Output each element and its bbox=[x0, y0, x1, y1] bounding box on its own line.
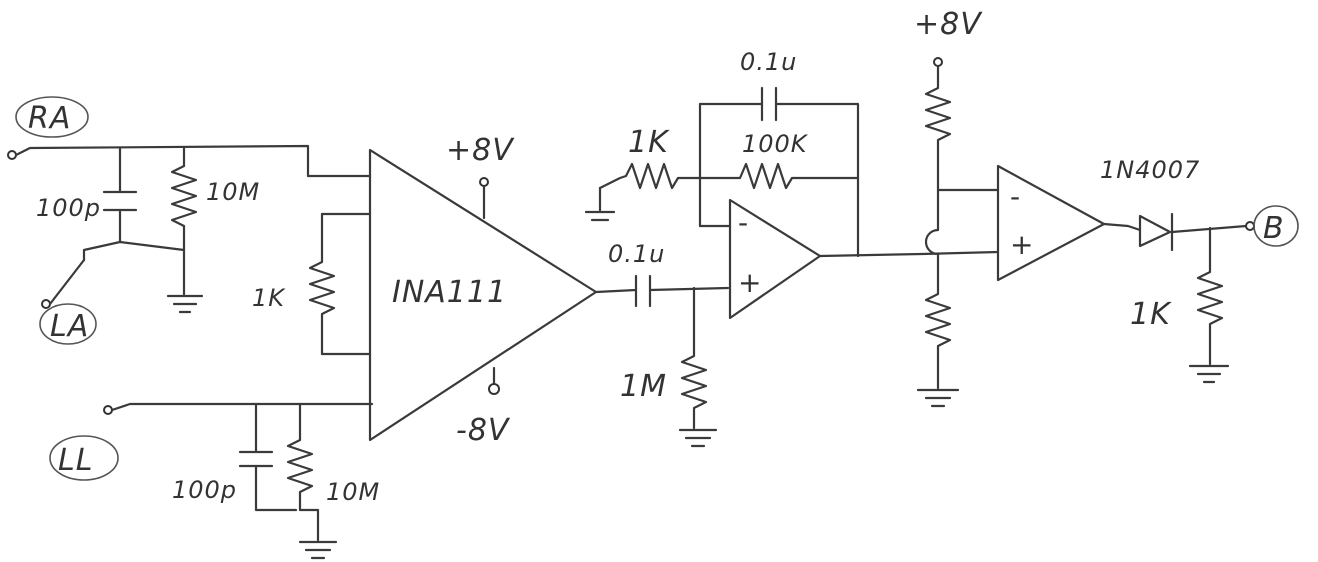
ground-top-filter bbox=[166, 294, 204, 314]
top-filter-common-wire bbox=[82, 240, 186, 296]
coupling-capacitor: 0.1u bbox=[608, 240, 730, 308]
feedback-resistor-100k: 100K bbox=[698, 130, 860, 190]
cap-top-label: 100p bbox=[36, 194, 101, 222]
comparator-supply: +8V bbox=[914, 7, 983, 67]
bias-res-label: 1M bbox=[620, 369, 667, 404]
stage2-minus: - bbox=[738, 206, 748, 239]
ground-load bbox=[1188, 364, 1230, 384]
la-label: LA bbox=[50, 309, 89, 344]
ina-supply-positive: +8V bbox=[446, 133, 515, 220]
res-bottom-label: 10M bbox=[326, 478, 380, 506]
comparator-plus: + bbox=[1010, 228, 1033, 261]
divider-resistor-top bbox=[924, 64, 1000, 192]
output-label: B bbox=[1263, 211, 1285, 246]
rin-label: 1K bbox=[628, 125, 670, 160]
ina-vneg-label: -8V bbox=[456, 413, 511, 448]
ground-divider bbox=[916, 388, 960, 408]
cf-label: 0.1u bbox=[740, 48, 797, 76]
bias-resistor-1m: 1M bbox=[620, 286, 708, 430]
capacitor-100p-top: 100p bbox=[36, 146, 138, 244]
stage2-opamp: - + bbox=[728, 198, 822, 320]
load-resistor-1k: 1K bbox=[1130, 226, 1224, 366]
comparator-opamp: - + bbox=[996, 164, 1106, 282]
ll-label: LL bbox=[58, 443, 93, 478]
rf-label: 100K bbox=[742, 130, 809, 158]
capacitor-100p-bottom: 100p bbox=[172, 402, 298, 512]
load-res-label: 1K bbox=[1130, 297, 1172, 332]
ra-label: RA bbox=[28, 101, 71, 136]
input-resistor-1k: 1K bbox=[598, 125, 702, 190]
ground-bias bbox=[678, 428, 718, 448]
ina111-amplifier: INA111 bbox=[320, 148, 598, 442]
ra-terminal: RA bbox=[7, 96, 89, 160]
ina-output-wire bbox=[594, 288, 638, 294]
stage2-output-wire bbox=[818, 252, 924, 258]
comparator-minus: - bbox=[1010, 180, 1020, 213]
gain-pins bbox=[320, 212, 372, 356]
ll-wire bbox=[110, 402, 374, 412]
ll-terminal: LL bbox=[49, 405, 119, 481]
ina-supply-negative: -8V bbox=[456, 366, 511, 448]
stage2-plus: + bbox=[738, 266, 761, 299]
comparator-vpos-label: +8V bbox=[914, 7, 983, 42]
resistor-10m-top: 10M bbox=[170, 146, 260, 252]
diode-1n4007: 1N4007 bbox=[1100, 156, 1248, 252]
comparator-input-wire bbox=[920, 250, 1000, 256]
diode-label: 1N4007 bbox=[1100, 156, 1200, 184]
ina-vpos-label: +8V bbox=[446, 133, 515, 168]
gain-res-label: 1K bbox=[252, 284, 286, 312]
la-wire bbox=[48, 258, 86, 306]
feedback-capacitor: 0.1u bbox=[698, 48, 860, 258]
comparator-output-wire bbox=[1102, 222, 1142, 232]
divider-resistor-bottom bbox=[924, 188, 952, 390]
ground-bottom-filter bbox=[298, 540, 338, 560]
resistor-10m-bottom: 10M bbox=[286, 402, 380, 542]
ground-stage2-input bbox=[584, 186, 616, 222]
amplifier-name: INA111 bbox=[392, 275, 507, 310]
ra-wire bbox=[14, 144, 372, 178]
la-terminal: LA bbox=[39, 299, 97, 345]
res-top-label: 10M bbox=[206, 178, 260, 206]
output-terminal: B bbox=[1245, 205, 1299, 247]
coupling-cap-label: 0.1u bbox=[608, 240, 665, 268]
cap-bottom-label: 100p bbox=[172, 476, 237, 504]
gain-resistor-1k: 1K bbox=[252, 212, 336, 356]
